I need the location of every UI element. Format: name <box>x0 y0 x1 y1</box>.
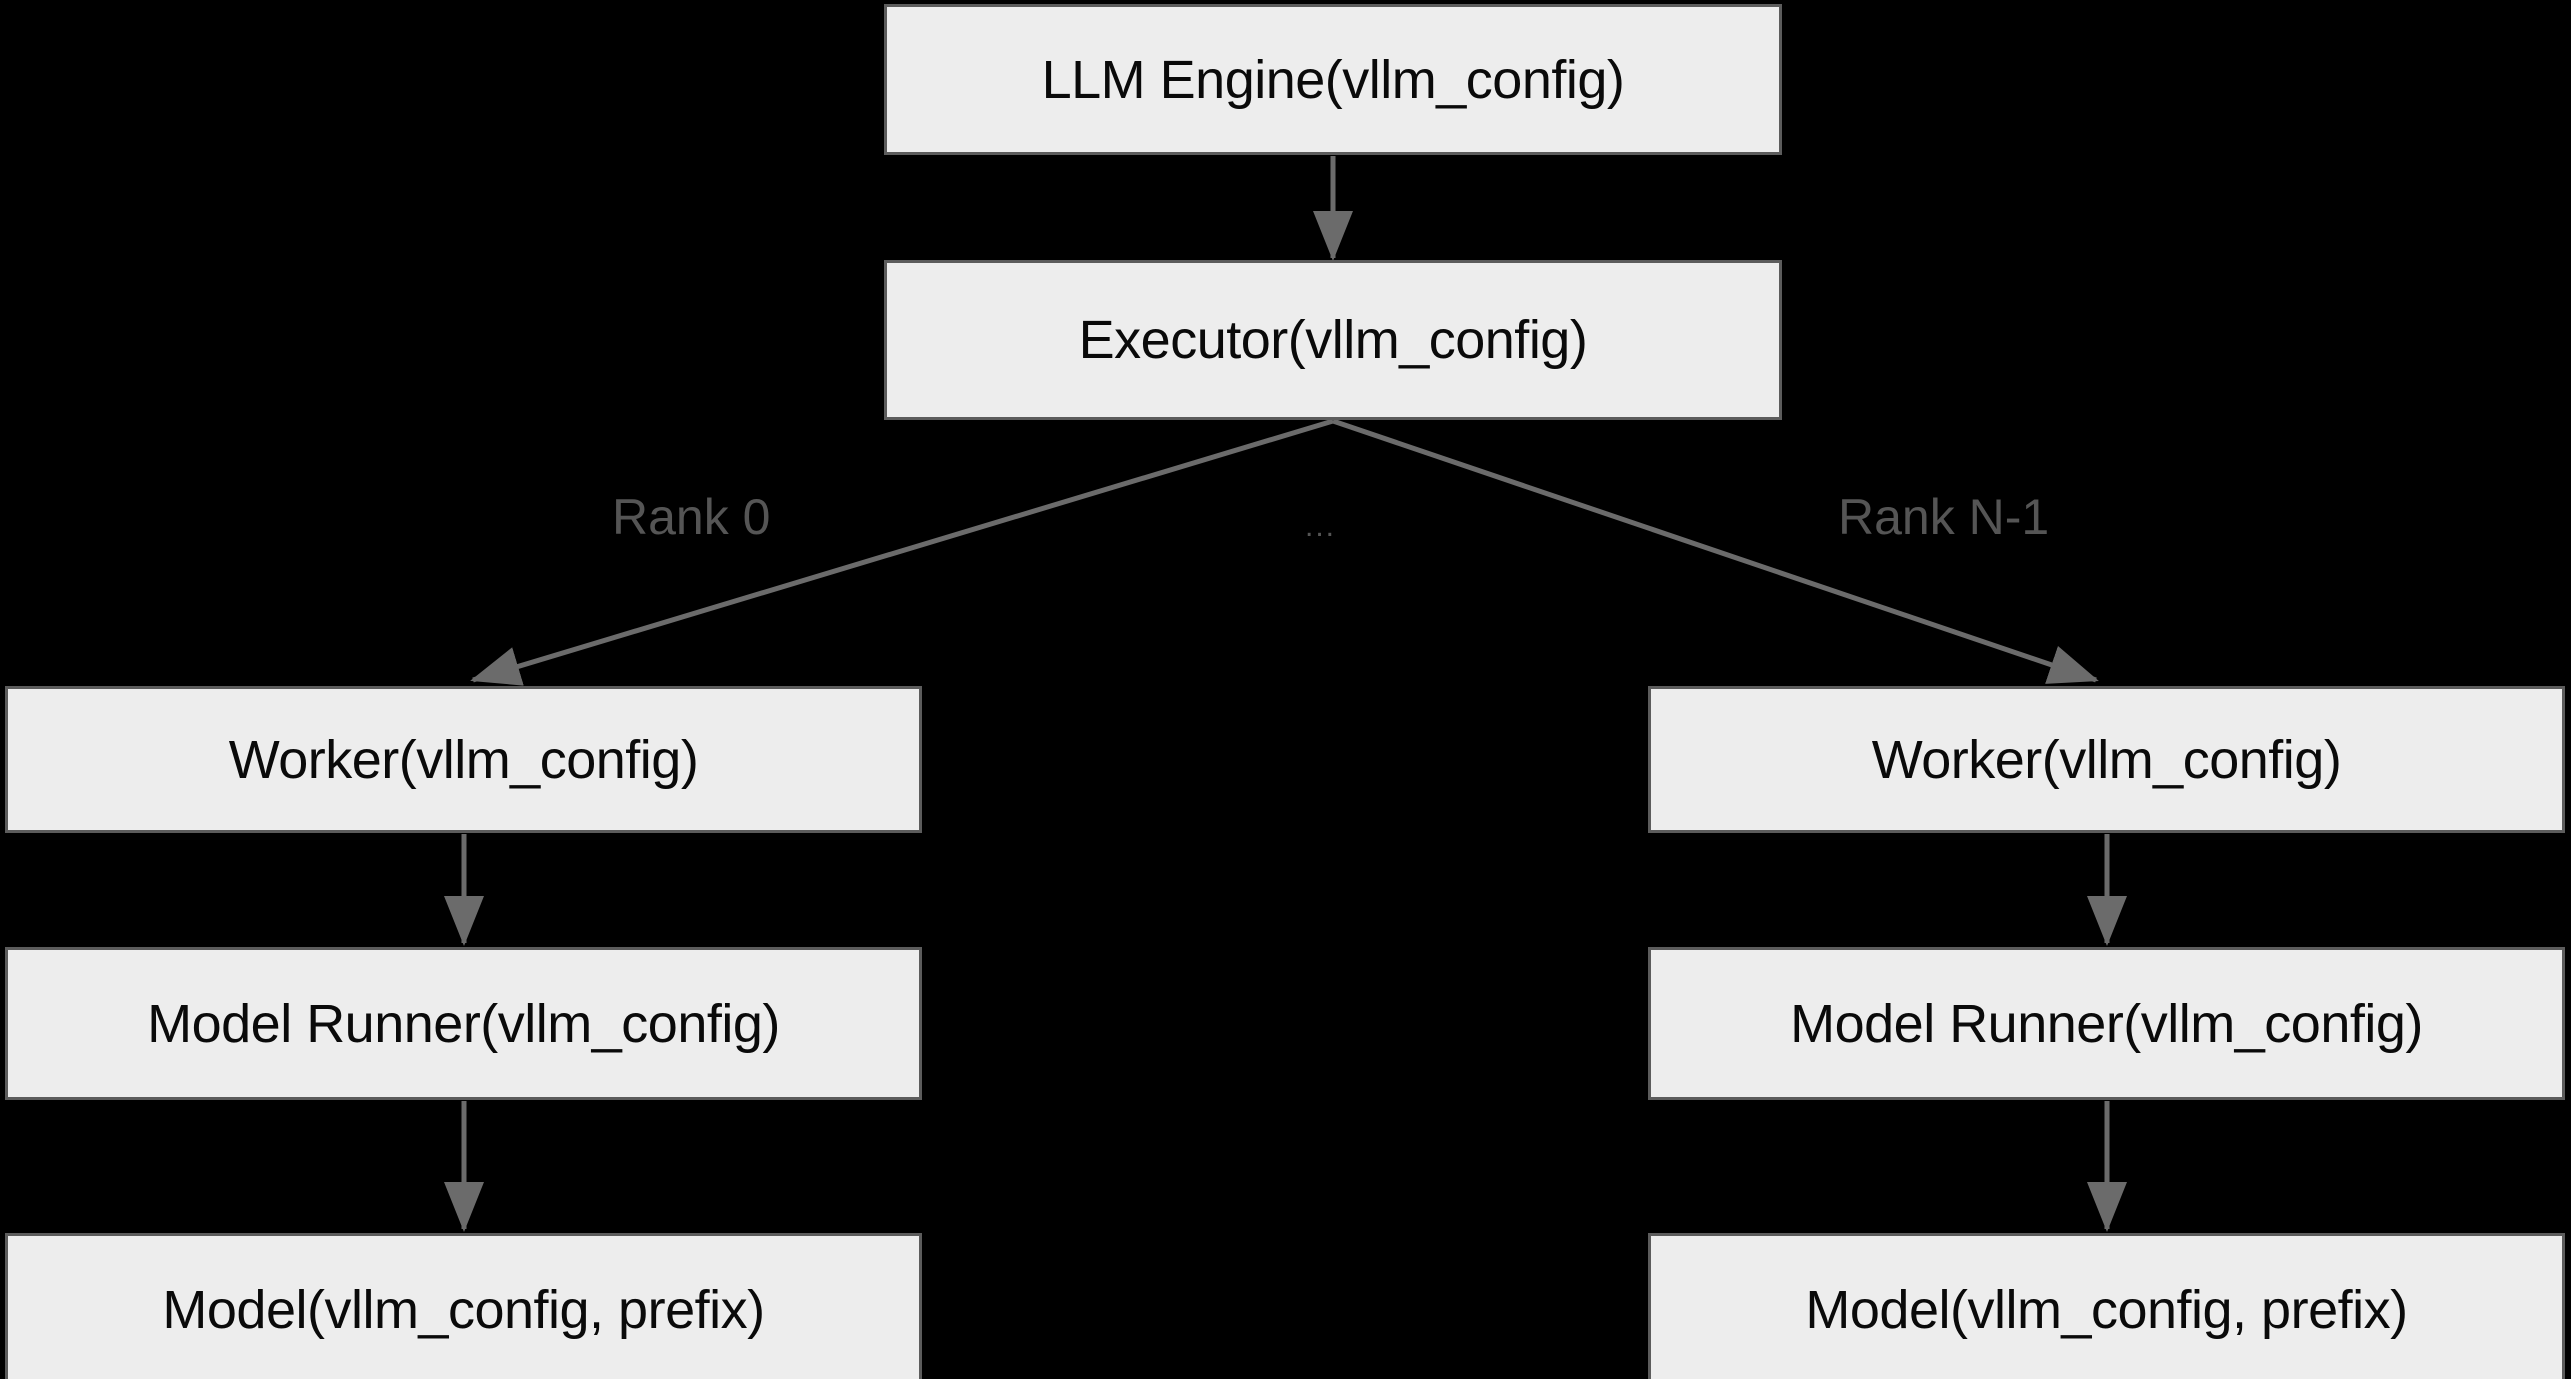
node-executor: Executor(vllm_config) <box>884 260 1782 420</box>
edge-label-ellipsis: ... <box>1305 510 1337 543</box>
node-model-runner-rank0: Model Runner(vllm_config) <box>5 947 922 1100</box>
edge-executor-to-worker-rank0 <box>470 418 1334 686</box>
edge-executor-to-worker-rankn <box>1332 418 2099 684</box>
node-model-runner-rank-n-1: Model Runner(vllm_config) <box>1648 947 2565 1100</box>
node-worker-rank0: Worker(vllm_config) <box>5 686 922 833</box>
node-model-rank0: Model(vllm_config, prefix) <box>5 1233 922 1379</box>
edge-label-rank-0: Rank 0 <box>612 489 771 545</box>
node-llm-engine: LLM Engine(vllm_config) <box>884 4 1782 155</box>
node-model-rank-n-1: Model(vllm_config, prefix) <box>1648 1233 2565 1379</box>
node-worker-rank-n-1: Worker(vllm_config) <box>1648 686 2565 833</box>
edge-label-rank-n-1: Rank N-1 <box>1838 489 2050 545</box>
